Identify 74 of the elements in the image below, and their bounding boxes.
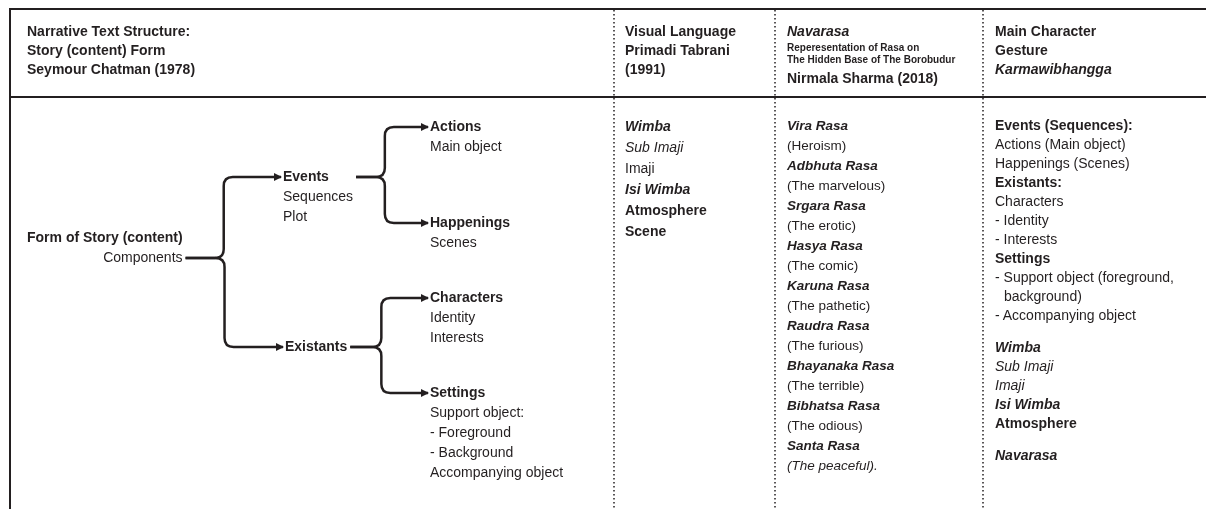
node-title: Happenings <box>430 213 511 232</box>
cell-text: Bhayanaka Rasa <box>787 357 895 375</box>
brace-arrow <box>356 175 429 227</box>
cell-text: Srgara Rasa <box>787 197 866 215</box>
node-title: Existants <box>285 337 348 356</box>
cell-text: - Interests <box>995 230 1058 249</box>
column-heading: Gesture <box>995 41 1048 60</box>
node-text: Scenes <box>430 233 478 252</box>
cell-text: (The odious) <box>787 417 863 435</box>
node-title: Settings <box>430 383 487 402</box>
cell-text: Characters <box>995 192 1064 211</box>
node-text: Identity <box>430 308 477 327</box>
cell-text: Wimba <box>995 338 1041 357</box>
node-text: Accompanying object <box>430 463 564 482</box>
cell-text: Actions (Main object) <box>995 135 1126 154</box>
node-title: Actions <box>430 117 483 136</box>
cell-text: Raudra Rasa <box>787 317 870 335</box>
cell-text: (Heroism) <box>787 137 847 155</box>
node-text: Support object: <box>430 403 526 422</box>
cell-text: Settings <box>995 249 1051 268</box>
cell-text: - Accompanying object <box>995 306 1136 325</box>
cell-text: Sub Imaji <box>625 138 684 157</box>
node-text: - Foreground <box>430 423 512 442</box>
node-text: Sequences <box>283 187 354 206</box>
node-text: Main object <box>430 137 502 156</box>
node-text: - Background <box>430 443 515 462</box>
column-heading: Story (content) Form <box>27 41 166 60</box>
column-heading: The Hidden Base of The Borobudur <box>787 54 956 66</box>
cell-text: Wimba <box>625 117 671 136</box>
cell-text: Events (Sequences): <box>995 116 1133 135</box>
cell-text: - Identity <box>995 211 1049 230</box>
brace-arrow <box>350 345 429 397</box>
cell-text: Isi Wimba <box>625 180 691 199</box>
cell-text: Vira Rasa <box>787 117 849 135</box>
cell-text: Happenings (Scenes) <box>995 154 1130 173</box>
cell-text: Santa Rasa <box>787 437 860 455</box>
cell-text: Scene <box>625 222 667 241</box>
cell-text: (The pathetic) <box>787 297 871 315</box>
cell-text: (The marvelous) <box>787 177 886 195</box>
node-text: Components <box>102 248 183 267</box>
column-heading: Primadi Tabrani <box>625 41 730 60</box>
cell-text: - Support object (foreground, background) <box>995 268 1175 306</box>
column-heading: (1991) <box>625 60 666 79</box>
cell-text: Atmosphere <box>995 414 1077 433</box>
cell-text: (The comic) <box>787 257 859 275</box>
brace-arrow <box>185 256 284 351</box>
cell-text: (The furious) <box>787 337 864 355</box>
column-heading: Narrative Text Structure: <box>27 22 191 41</box>
cell-text: (The terrible) <box>787 377 865 395</box>
cell-text: (The peaceful). <box>787 457 878 475</box>
column-heading: Seymour Chatman (1978) <box>27 60 196 79</box>
column-heading: Reperesentation of Rasa on <box>787 42 920 54</box>
cell-text: Karuna Rasa <box>787 277 870 295</box>
node-title: Form of Story (content) <box>27 228 183 247</box>
cell-text: (The erotic) <box>787 217 857 235</box>
cell-text: Imaji <box>995 376 1025 395</box>
cell-text: Hasya Rasa <box>787 237 863 255</box>
cell-text: Imaji <box>625 159 655 178</box>
node-title: Characters <box>430 288 504 307</box>
cell-text: Navarasa <box>995 446 1058 465</box>
column-heading: Karmawibhangga <box>995 60 1112 79</box>
column-heading: Navarasa <box>787 22 850 41</box>
column-heading: Main Character <box>995 22 1097 41</box>
cell-text: Isi Wimba <box>995 395 1061 414</box>
cell-text: Sub Imaji <box>995 357 1054 376</box>
cell-text: Adbhuta Rasa <box>787 157 878 175</box>
column-heading: Nirmala Sharma (2018) <box>787 69 938 88</box>
cell-text: Bibhatsa Rasa <box>787 397 881 415</box>
node-text: Interests <box>430 328 485 347</box>
cell-text: Atmosphere <box>625 201 707 220</box>
cell-text: Existants: <box>995 173 1062 192</box>
node-text: Plot <box>283 207 309 226</box>
node-title: Events <box>283 167 330 186</box>
column-heading: Visual Language <box>625 22 736 41</box>
